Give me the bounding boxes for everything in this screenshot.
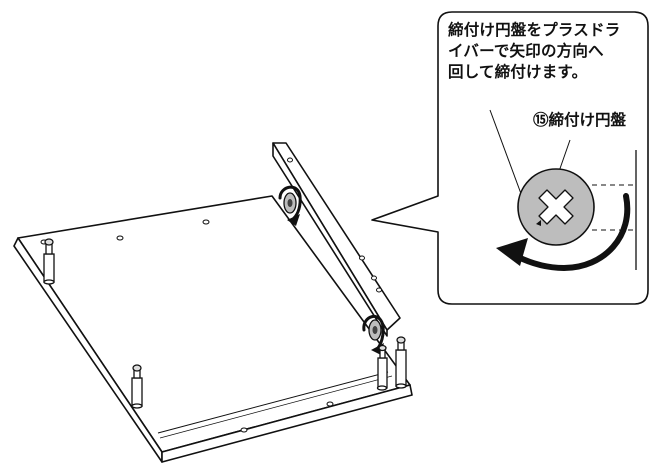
instruction-text: 締付け円盤をプラスドラ イバーで矢印の方向へ 回して締付けます。	[448, 20, 648, 83]
phillips-cross-icon	[538, 189, 574, 225]
rotation-arrow-icon	[362, 315, 385, 350]
side-board	[272, 142, 401, 337]
bottom-board	[13, 195, 413, 463]
instruction-line-3: 回して締付けます。	[448, 63, 588, 81]
tightening-disc	[517, 168, 595, 246]
instruction-line-2: イバーで矢印の方向へ	[448, 42, 604, 60]
lower-disc	[368, 319, 382, 341]
dowel-posts	[43, 238, 407, 409]
panel-edge	[592, 150, 637, 270]
rotation-arrow-icon	[496, 193, 631, 272]
instruction-line-1: 締付け円盤をプラスドラ	[448, 21, 621, 39]
part-label: ⑮締付け円盤	[533, 111, 627, 129]
board-groove	[157, 371, 389, 434]
rotation-arrow-icon	[278, 185, 302, 220]
upper-disc	[283, 192, 297, 214]
